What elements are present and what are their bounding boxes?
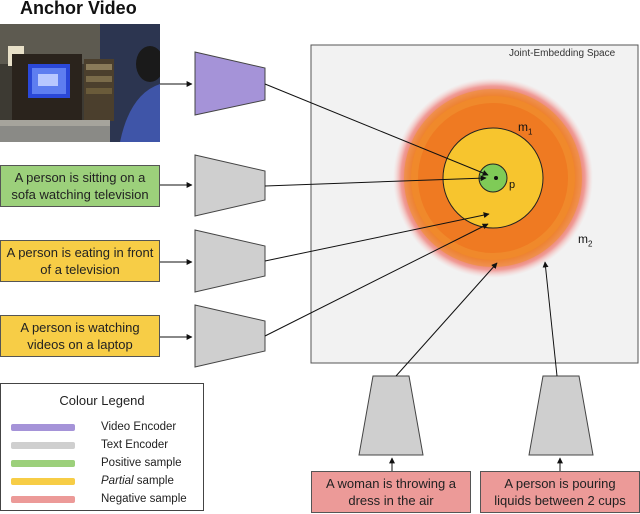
legend-item-partial-sample: Partial sample [11, 472, 174, 490]
legend-swatch [11, 441, 75, 449]
positive-caption: A person is sitting on a sofa watching t… [0, 165, 160, 207]
margin-m2-label: m2 [578, 232, 593, 249]
joint-embedding-space-label: Joint-Embedding Space [509, 48, 616, 59]
negative-caption-1: A woman is throwing a dress in the air [311, 471, 471, 513]
legend-label: Text Encoder [101, 439, 169, 451]
text-encoder-positive [194, 154, 266, 217]
margin-m1-label: m1 [518, 120, 533, 137]
legend-label: Negative sample [101, 493, 187, 505]
legend-item-text-encoder: Text Encoder [11, 436, 168, 454]
legend-swatch [11, 459, 75, 467]
anchor-video-title: Anchor Video [20, 0, 137, 18]
legend-label: Video Encoder [101, 421, 177, 433]
legend-label: Partial sample [101, 475, 174, 487]
legend-item-negative-sample: Negative sample [11, 490, 187, 508]
anchor-video-thumbnail [0, 24, 160, 142]
colour-legend: Colour Legend Video Encoder Text Encoder… [0, 383, 204, 511]
legend-title: Colour Legend [59, 393, 145, 408]
legend-item-positive-sample: Positive sample [11, 454, 182, 472]
legend-swatch [11, 423, 75, 431]
legend-swatch [11, 495, 75, 503]
negative-caption-2: A person is pouring liquids between 2 cu… [480, 471, 640, 513]
partial-caption-2: A person is watching videos on a laptop [0, 315, 160, 357]
text-encoder-partial-1 [194, 229, 266, 293]
legend-item-video-encoder: Video Encoder [11, 418, 176, 436]
partial-caption-1: A person is eating in front of a televis… [0, 240, 160, 282]
legend-swatch [11, 477, 75, 485]
video-encoder [194, 51, 266, 116]
positive-point-label: p [509, 179, 516, 191]
text-encoder-negative-2 [528, 375, 594, 456]
text-encoder-negative-1 [358, 375, 424, 456]
text-encoder-partial-2 [194, 304, 266, 368]
legend-label: Positive sample [101, 457, 182, 469]
